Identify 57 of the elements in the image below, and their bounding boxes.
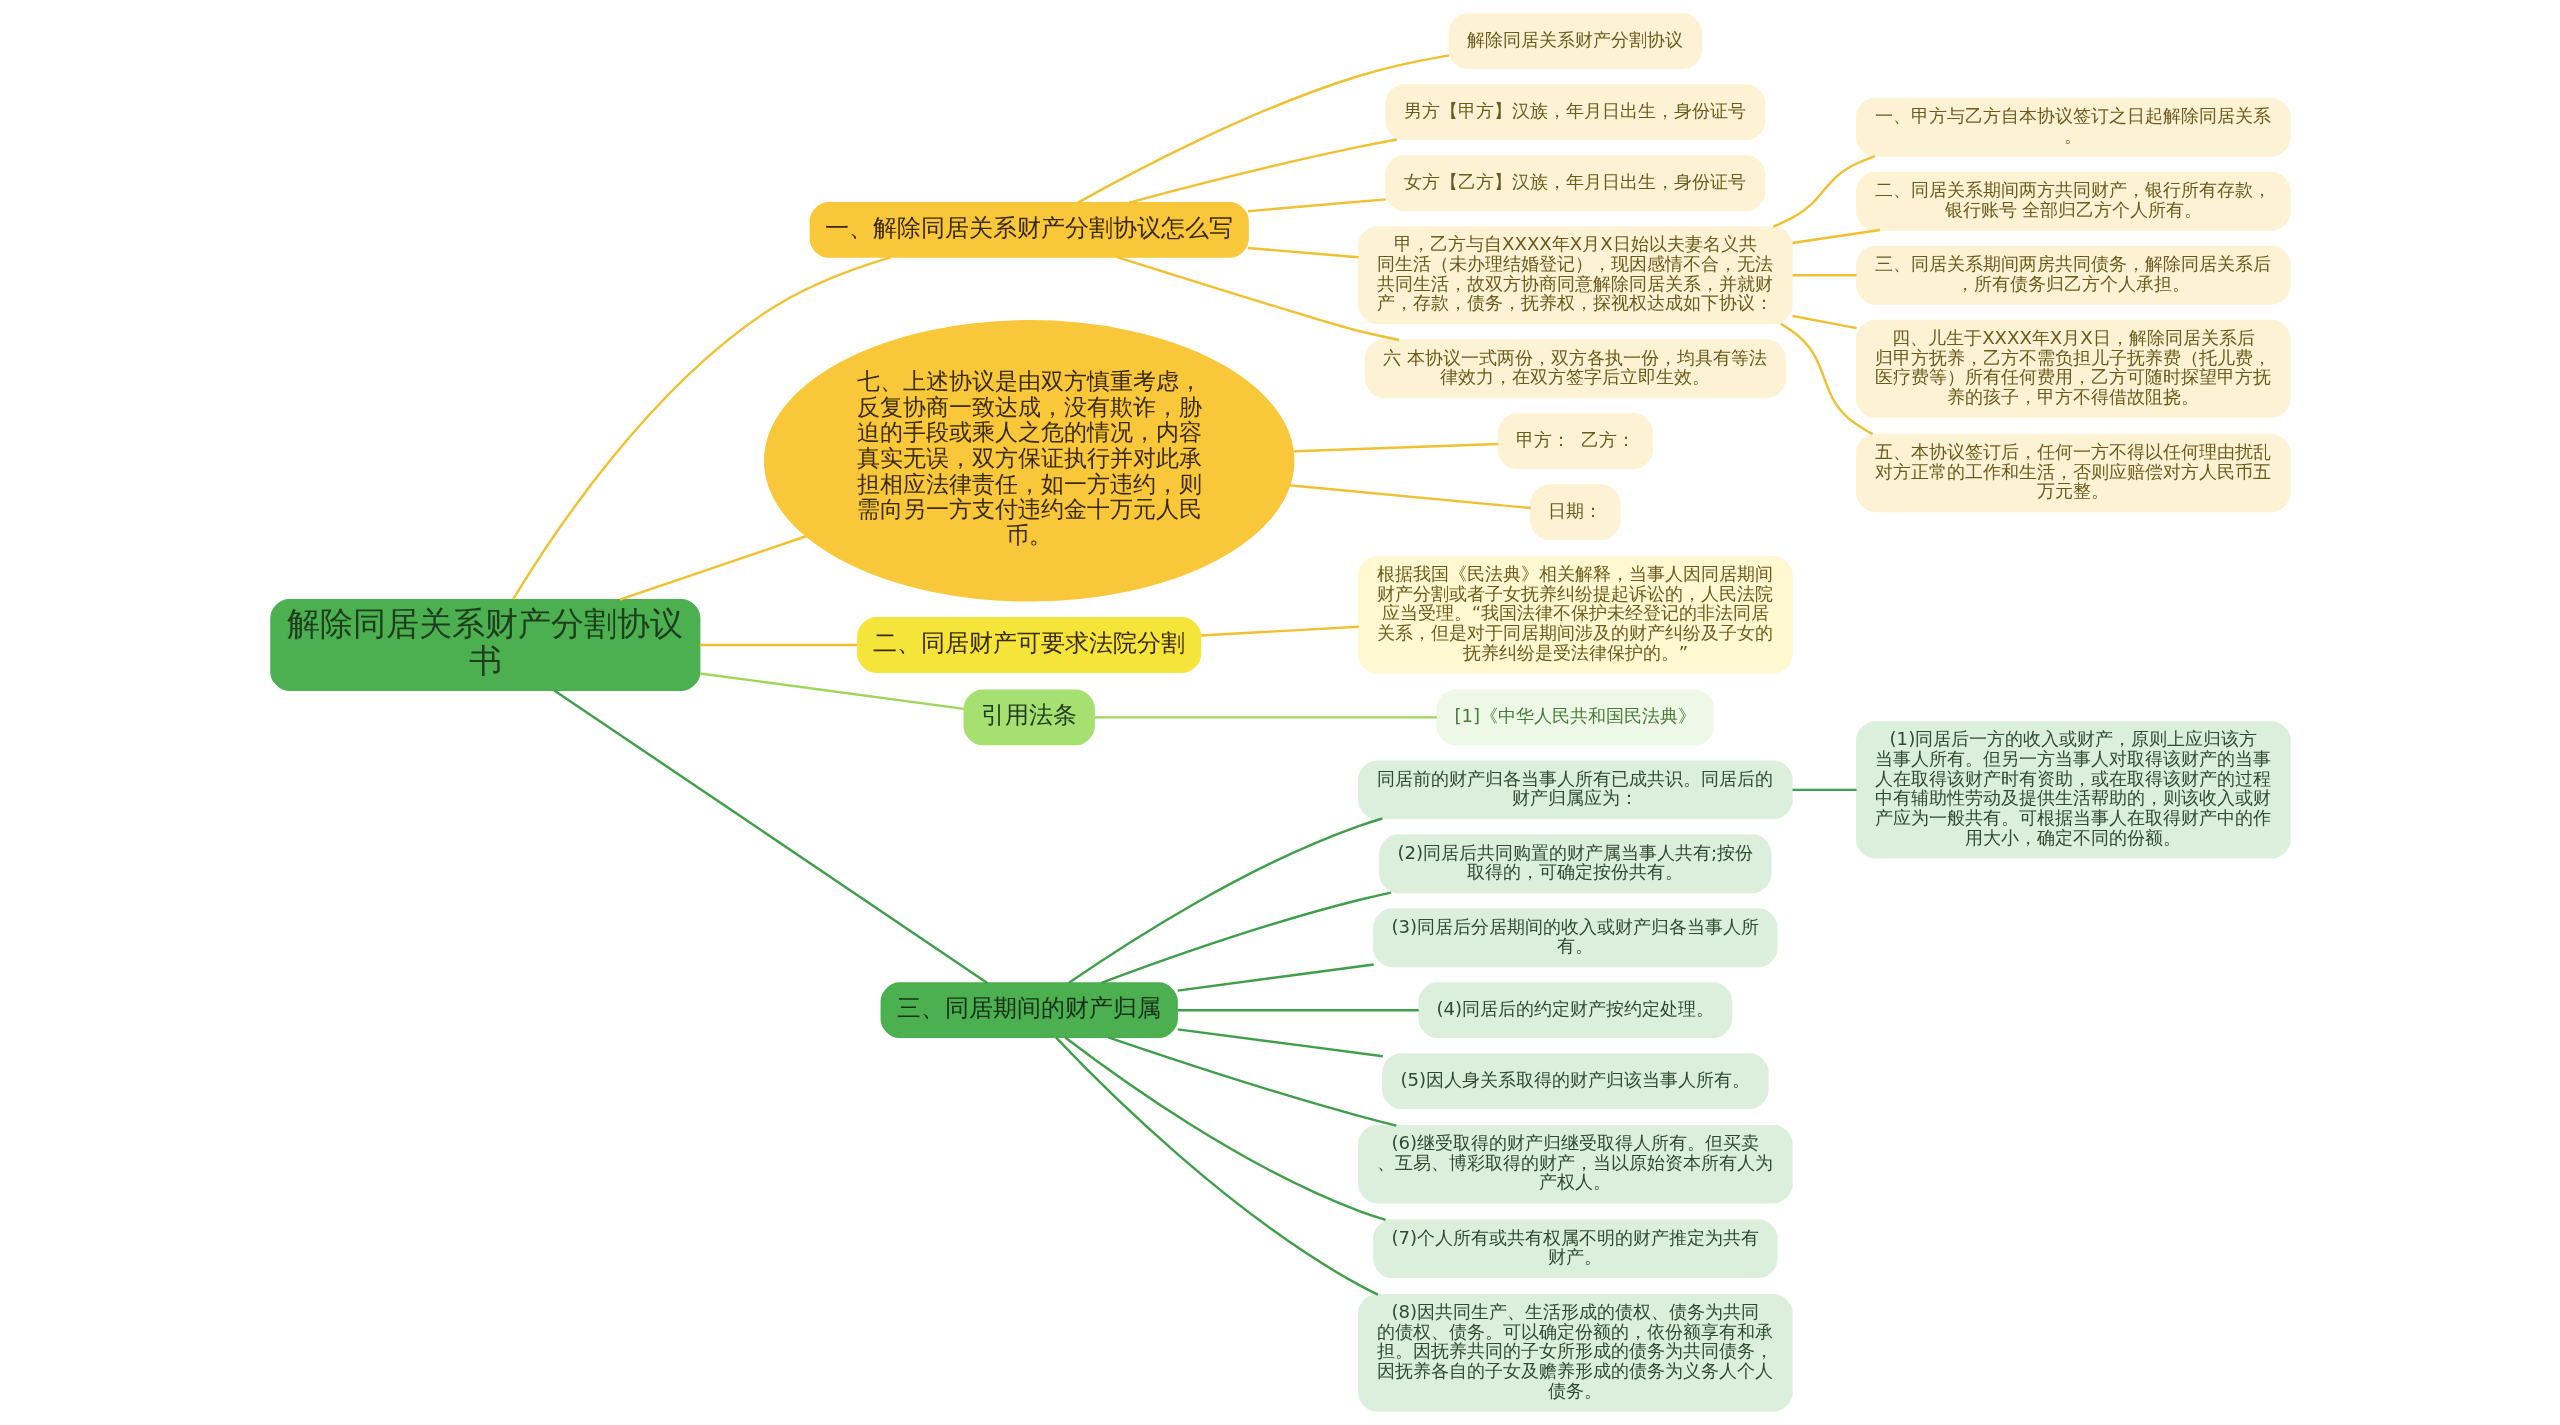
connector (1177, 963, 1374, 992)
connector (1247, 246, 1358, 259)
node-ellipse: 七、上述协议是由双方慎重考虑，反复协商一致达成，没有欺诈，胁迫的手段或乘人之危的情况，内容真实无误，双方保证执行并对此承担相应法律责任，如一方违约，则需向另一方支付违约金十万元人民币。 (763, 320, 1294, 602)
node-box: 甲，乙方与自XXXX年X月X日始以夫妻名义共同生活（未办理结婚登记），现因感情不合，无法共同生活，故双方协商同意解除同居关系，并就财产，存款，债务，抚养权，探视权达成如下协议： (1357, 226, 1793, 325)
node-box: 一、甲方与乙方自本协议签订之日起解除同居关系。 (1855, 97, 2291, 157)
node-box: (1)同居后一方的收入或财产，原则上应归该方当事人所有。但另一方当事人对取得该财产的当事人在取得该财产时有资助，或在取得该财产的过程中有辅助性劳动及提供生活帮助的，则该收入或财产应为一般共有。可根据当事人在取得财产中的作用大小，确定不同的份额。 (1855, 721, 2291, 859)
node-box: 根据我国《民法典》相关解释，当事人因同居期间财产分割或者子女抚养纠纷提起诉讼的，人民法院应当受理。“我国法律不保护未经登记的非法同居关系，但是对于同居期间涉及的财产纠纷及子女的抚养纠纷是受法律保护的。” (1357, 555, 1793, 674)
node-box: 男方【甲方】汉族，年月日出生，身份证号 (1384, 84, 1765, 141)
node-box: 女方【乙方】汉族，年月日出生，身份证号 (1384, 155, 1765, 212)
node-box: (7)个人所有或共有权属不明的财产推定为共有财产。 (1372, 1219, 1778, 1279)
node-box: [1]《中华人民共和国民法典》 (1436, 689, 1714, 746)
node-box: 三、同居关系期间两房共同债务，解除同居关系后，所有债务归乙方个人承担。 (1855, 245, 2291, 305)
node-box: 二、同居财产可要求法院分割 (856, 617, 1201, 673)
connector (1116, 255, 1399, 342)
connector (1067, 817, 1383, 984)
connector (1177, 1009, 1419, 1012)
connector (1791, 228, 1880, 245)
connector (1791, 314, 1857, 330)
node-box: 六 本协议一式两份，双方各执一份，均具有等法律效力，在双方签字后立即生效。 (1364, 339, 1786, 399)
node-box: 解除同居关系财产分割协议书 (269, 598, 700, 691)
connector (511, 256, 891, 600)
node-box: (8)因共同生产、生活形成的债权、债务为共同的债权、债务。可以确定份额的，依份额享有和承担。因抚养共同的子女所形成的债务为共同债务，因抚养各自的子女及赡养形成的债务为义务人个人债务。 (1357, 1293, 1793, 1412)
connector (1792, 274, 1857, 277)
node-box: 五、本协议签订后，任何一方不得以任何理由扰乱对方正常的工作和生活，否则应赔偿对方人民币五万元整。 (1855, 433, 2291, 513)
node-box: (2)同居后共同购置的财产属当事人共有;按份取得的，可确定按份共有。 (1378, 834, 1772, 894)
connector (1289, 484, 1531, 510)
connector (1772, 154, 1875, 228)
connector (1054, 1036, 1378, 1296)
connector (699, 672, 964, 711)
connector (1293, 442, 1498, 453)
node-box: 日期： (1529, 484, 1621, 541)
connector (1064, 1036, 1386, 1222)
node-box: 引用法条 (963, 689, 1095, 746)
connector (1200, 625, 1359, 637)
node-box: 解除同居关系财产分割协议 (1448, 13, 1702, 70)
node-box: 三、同居期间的财产归属 (880, 982, 1178, 1039)
connector (1779, 322, 1873, 436)
connector (1177, 1028, 1383, 1058)
connector (553, 689, 988, 984)
connector (1107, 1036, 1397, 1127)
connector (1094, 716, 1437, 719)
node-box: (3)同居后分居期间的收入或财产归各当事人所有。 (1372, 908, 1778, 968)
node-box: 二、同居关系期间两方共同财产，银行所有存款，银行账号 全部归乙方个人所有。 (1855, 171, 2291, 231)
node-box: 甲方： 乙方： (1497, 413, 1653, 470)
connector (1076, 54, 1449, 204)
connector (618, 535, 806, 601)
connector (1247, 198, 1386, 213)
node-box: (6)继受取得的财产归继受取得人所有。但买卖、互易、博彩取得的财产，当以原始资本所有人为产权人。 (1357, 1124, 1793, 1204)
connector (1128, 138, 1397, 204)
node-box: 同居前的财产归各当事人所有已成共识。同居后的财产归属应为： (1357, 760, 1793, 820)
connector (1100, 891, 1391, 984)
node-box: (5)因人身关系取得的财产归该当事人所有。 (1381, 1053, 1769, 1110)
connector (699, 643, 857, 647)
node-box: 四、儿生于XXXX年X月X日，解除同居关系后归甲方抚养，乙方不需负担儿子抚养费（托儿费，医疗费等）所有任何费用，乙方可随时探望甲方抚养的孩子，甲方不得借故阻挠。 (1855, 319, 2291, 418)
node-box: (4)同居后的约定财产按约定处理。 (1417, 982, 1732, 1039)
node-box: 一、解除同居关系财产分割协议怎么写 (809, 202, 1249, 258)
connector (1792, 788, 1857, 792)
